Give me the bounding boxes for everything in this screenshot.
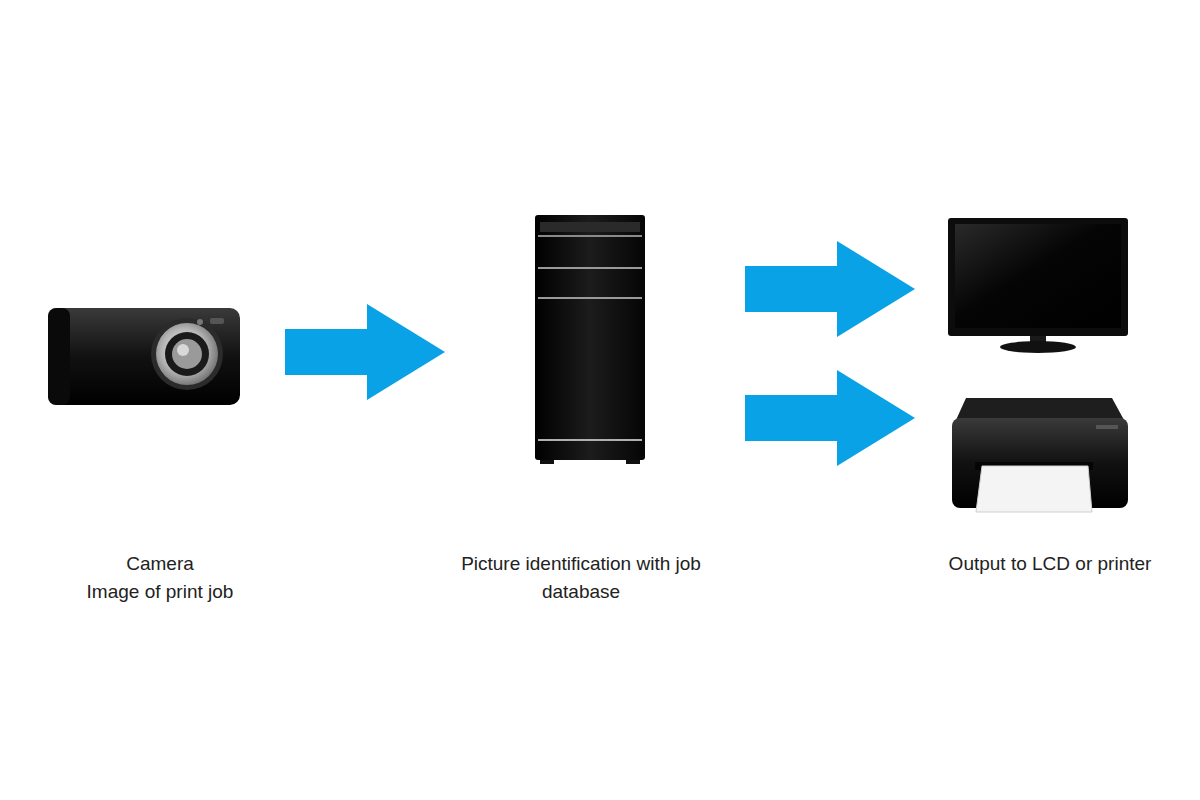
icon-group: Picture identification with job database	[445, 205, 745, 615]
caption: Picture identification with job database	[446, 550, 716, 606]
tower-top-bay	[540, 222, 640, 232]
printer-button	[1096, 425, 1118, 429]
caption-title: Output to LCD or printer	[925, 550, 1175, 578]
camera-flash	[210, 318, 224, 324]
tower-line	[538, 267, 642, 269]
camera-grip	[48, 308, 70, 405]
printer-lid	[956, 398, 1124, 420]
camera-lens-glass	[172, 339, 202, 369]
tower-body	[535, 215, 645, 460]
icon-group: CameraImage of print job	[40, 295, 285, 615]
monitor-base	[1000, 341, 1076, 353]
flow-arrow	[285, 304, 445, 400]
camera-lens-glint	[177, 344, 189, 356]
icon-group: Output to LCD or printer	[915, 205, 1185, 615]
camera-lens-inner	[165, 332, 209, 376]
camera-lens-ring	[156, 323, 218, 385]
camera-flash-dot	[197, 319, 203, 325]
printer-paper	[976, 466, 1092, 512]
monitor-icon	[948, 218, 1128, 353]
flow-arrow	[745, 241, 915, 337]
printer-icon	[952, 398, 1128, 512]
caption: CameraImage of print job	[45, 550, 275, 606]
camera-icon	[48, 308, 240, 405]
monitor-bezel	[948, 218, 1128, 336]
caption-text: Image of print job	[45, 578, 275, 606]
caption: Output to LCD or printer	[925, 550, 1175, 578]
tower-line	[538, 439, 642, 441]
camera-body	[48, 308, 240, 405]
caption-title: Camera	[45, 550, 275, 578]
flow-arrow	[745, 370, 915, 466]
tower-foot	[540, 460, 554, 464]
tower-line	[538, 235, 642, 237]
tower-foot	[626, 460, 640, 464]
camera-lens-rim	[151, 318, 223, 390]
tower-line	[538, 297, 642, 299]
monitor-screen	[955, 224, 1121, 328]
caption-title: Picture identification with job database	[446, 550, 716, 606]
computer-tower-icon	[535, 215, 645, 464]
